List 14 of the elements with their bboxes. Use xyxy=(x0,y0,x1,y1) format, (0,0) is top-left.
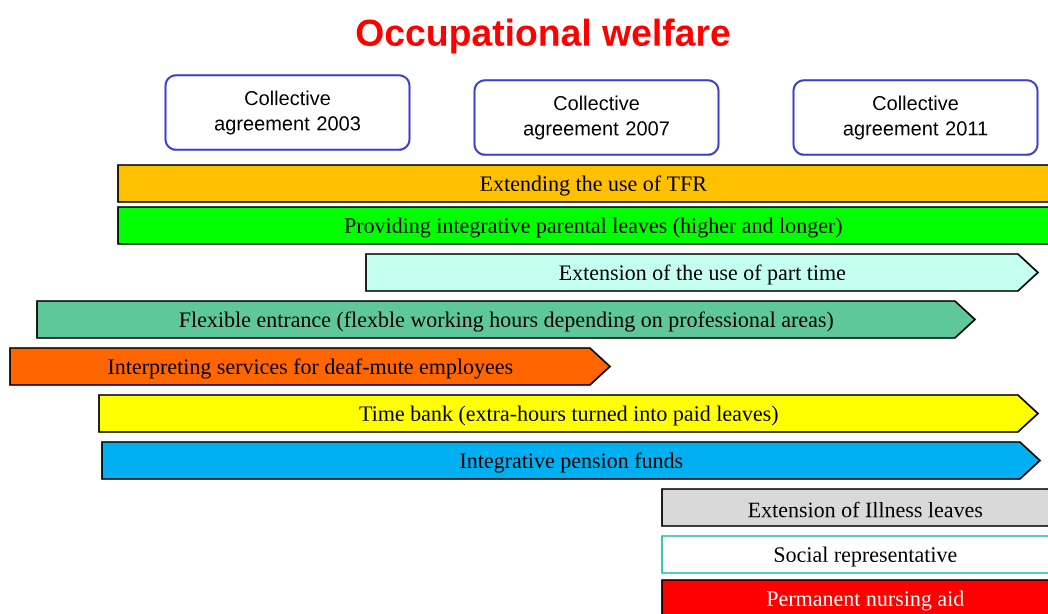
title: Occupational welfare xyxy=(356,18,730,54)
arrow-band: Flexible entrance (flexble working hours depending on professional areas) xyxy=(36,300,977,339)
arrow-band: Extension of Illness leaves xyxy=(661,488,1048,527)
arrow-band: Interpreting services for deaf-mute employees xyxy=(9,347,612,386)
arrow-band: Extending the use of TFR xyxy=(117,164,1048,203)
agreement-box: Collective agreement 2007 xyxy=(473,79,720,156)
arrow-band: Integrative pension funds xyxy=(101,441,1042,480)
agreement-box: Collective agreement 2011 xyxy=(792,79,1039,156)
agreement-box: Collective agreement 2003 xyxy=(164,74,411,151)
arrow-band: Permanent nursing aid xyxy=(661,579,1048,614)
arrow-band: Extension of the use of part time xyxy=(365,253,1040,292)
arrow-band: Providing integrative parental leaves (higher and longer) xyxy=(117,206,1048,245)
arrow-band: Time bank (extra-hours turned into paid leaves) xyxy=(98,394,1040,433)
arrow-band: Social representative xyxy=(661,535,1048,574)
